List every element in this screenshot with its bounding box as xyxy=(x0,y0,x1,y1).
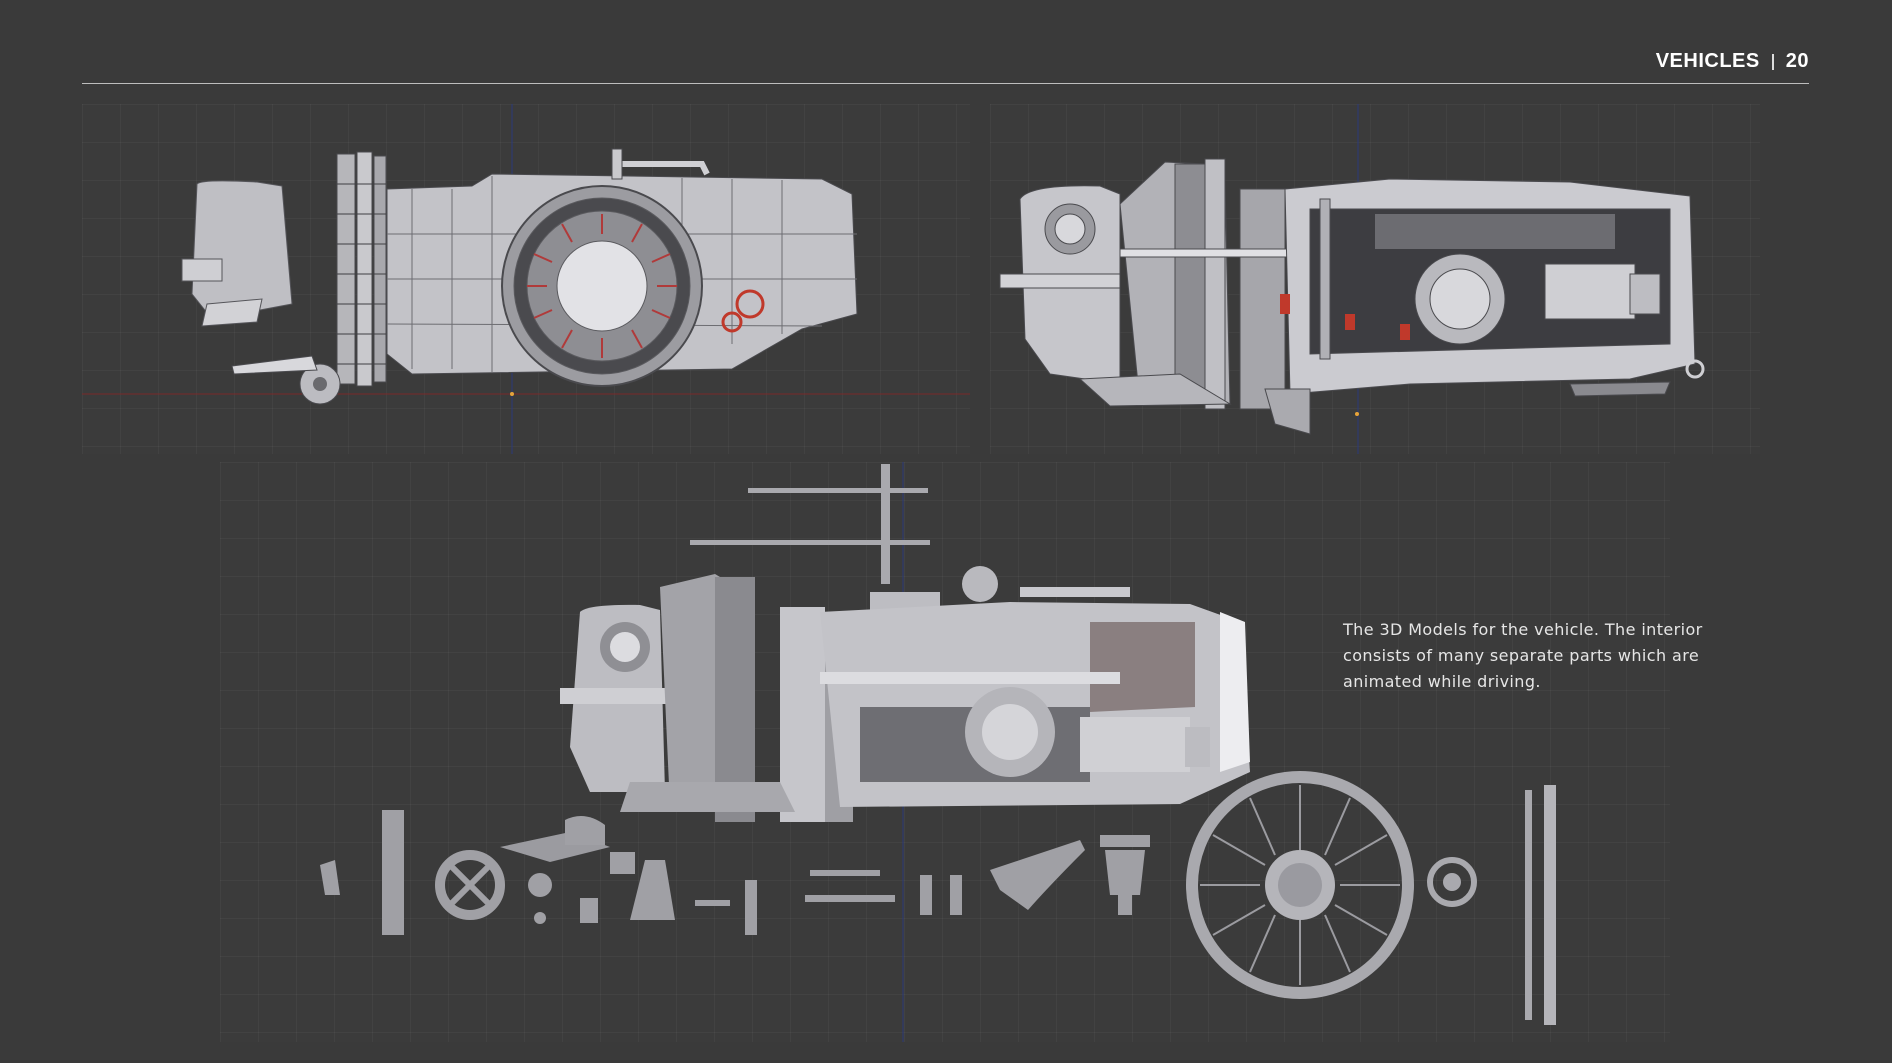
caption: The 3D Models for the vehicle. The inter… xyxy=(1343,620,1703,691)
side-wireframe-render xyxy=(82,104,970,454)
header-title: VEHICLES 20 xyxy=(1656,50,1809,73)
cutaway-wireframe-render xyxy=(999,104,1705,454)
cutaway-wireframe-view xyxy=(990,104,1760,454)
shaded-cutaway-view xyxy=(220,462,1670,1042)
section-title: VEHICLES xyxy=(1655,50,1760,72)
page-number: 20 xyxy=(1785,50,1809,72)
shaded-cutaway-render xyxy=(500,462,1250,1042)
header-rule xyxy=(82,83,1809,84)
side-wireframe-view xyxy=(82,104,970,454)
page-header: VEHICLES 20 xyxy=(82,44,1809,84)
exploded-parts-render xyxy=(320,771,1556,1025)
header-divider xyxy=(1771,53,1774,70)
exploded-parts-view xyxy=(300,770,1600,1040)
